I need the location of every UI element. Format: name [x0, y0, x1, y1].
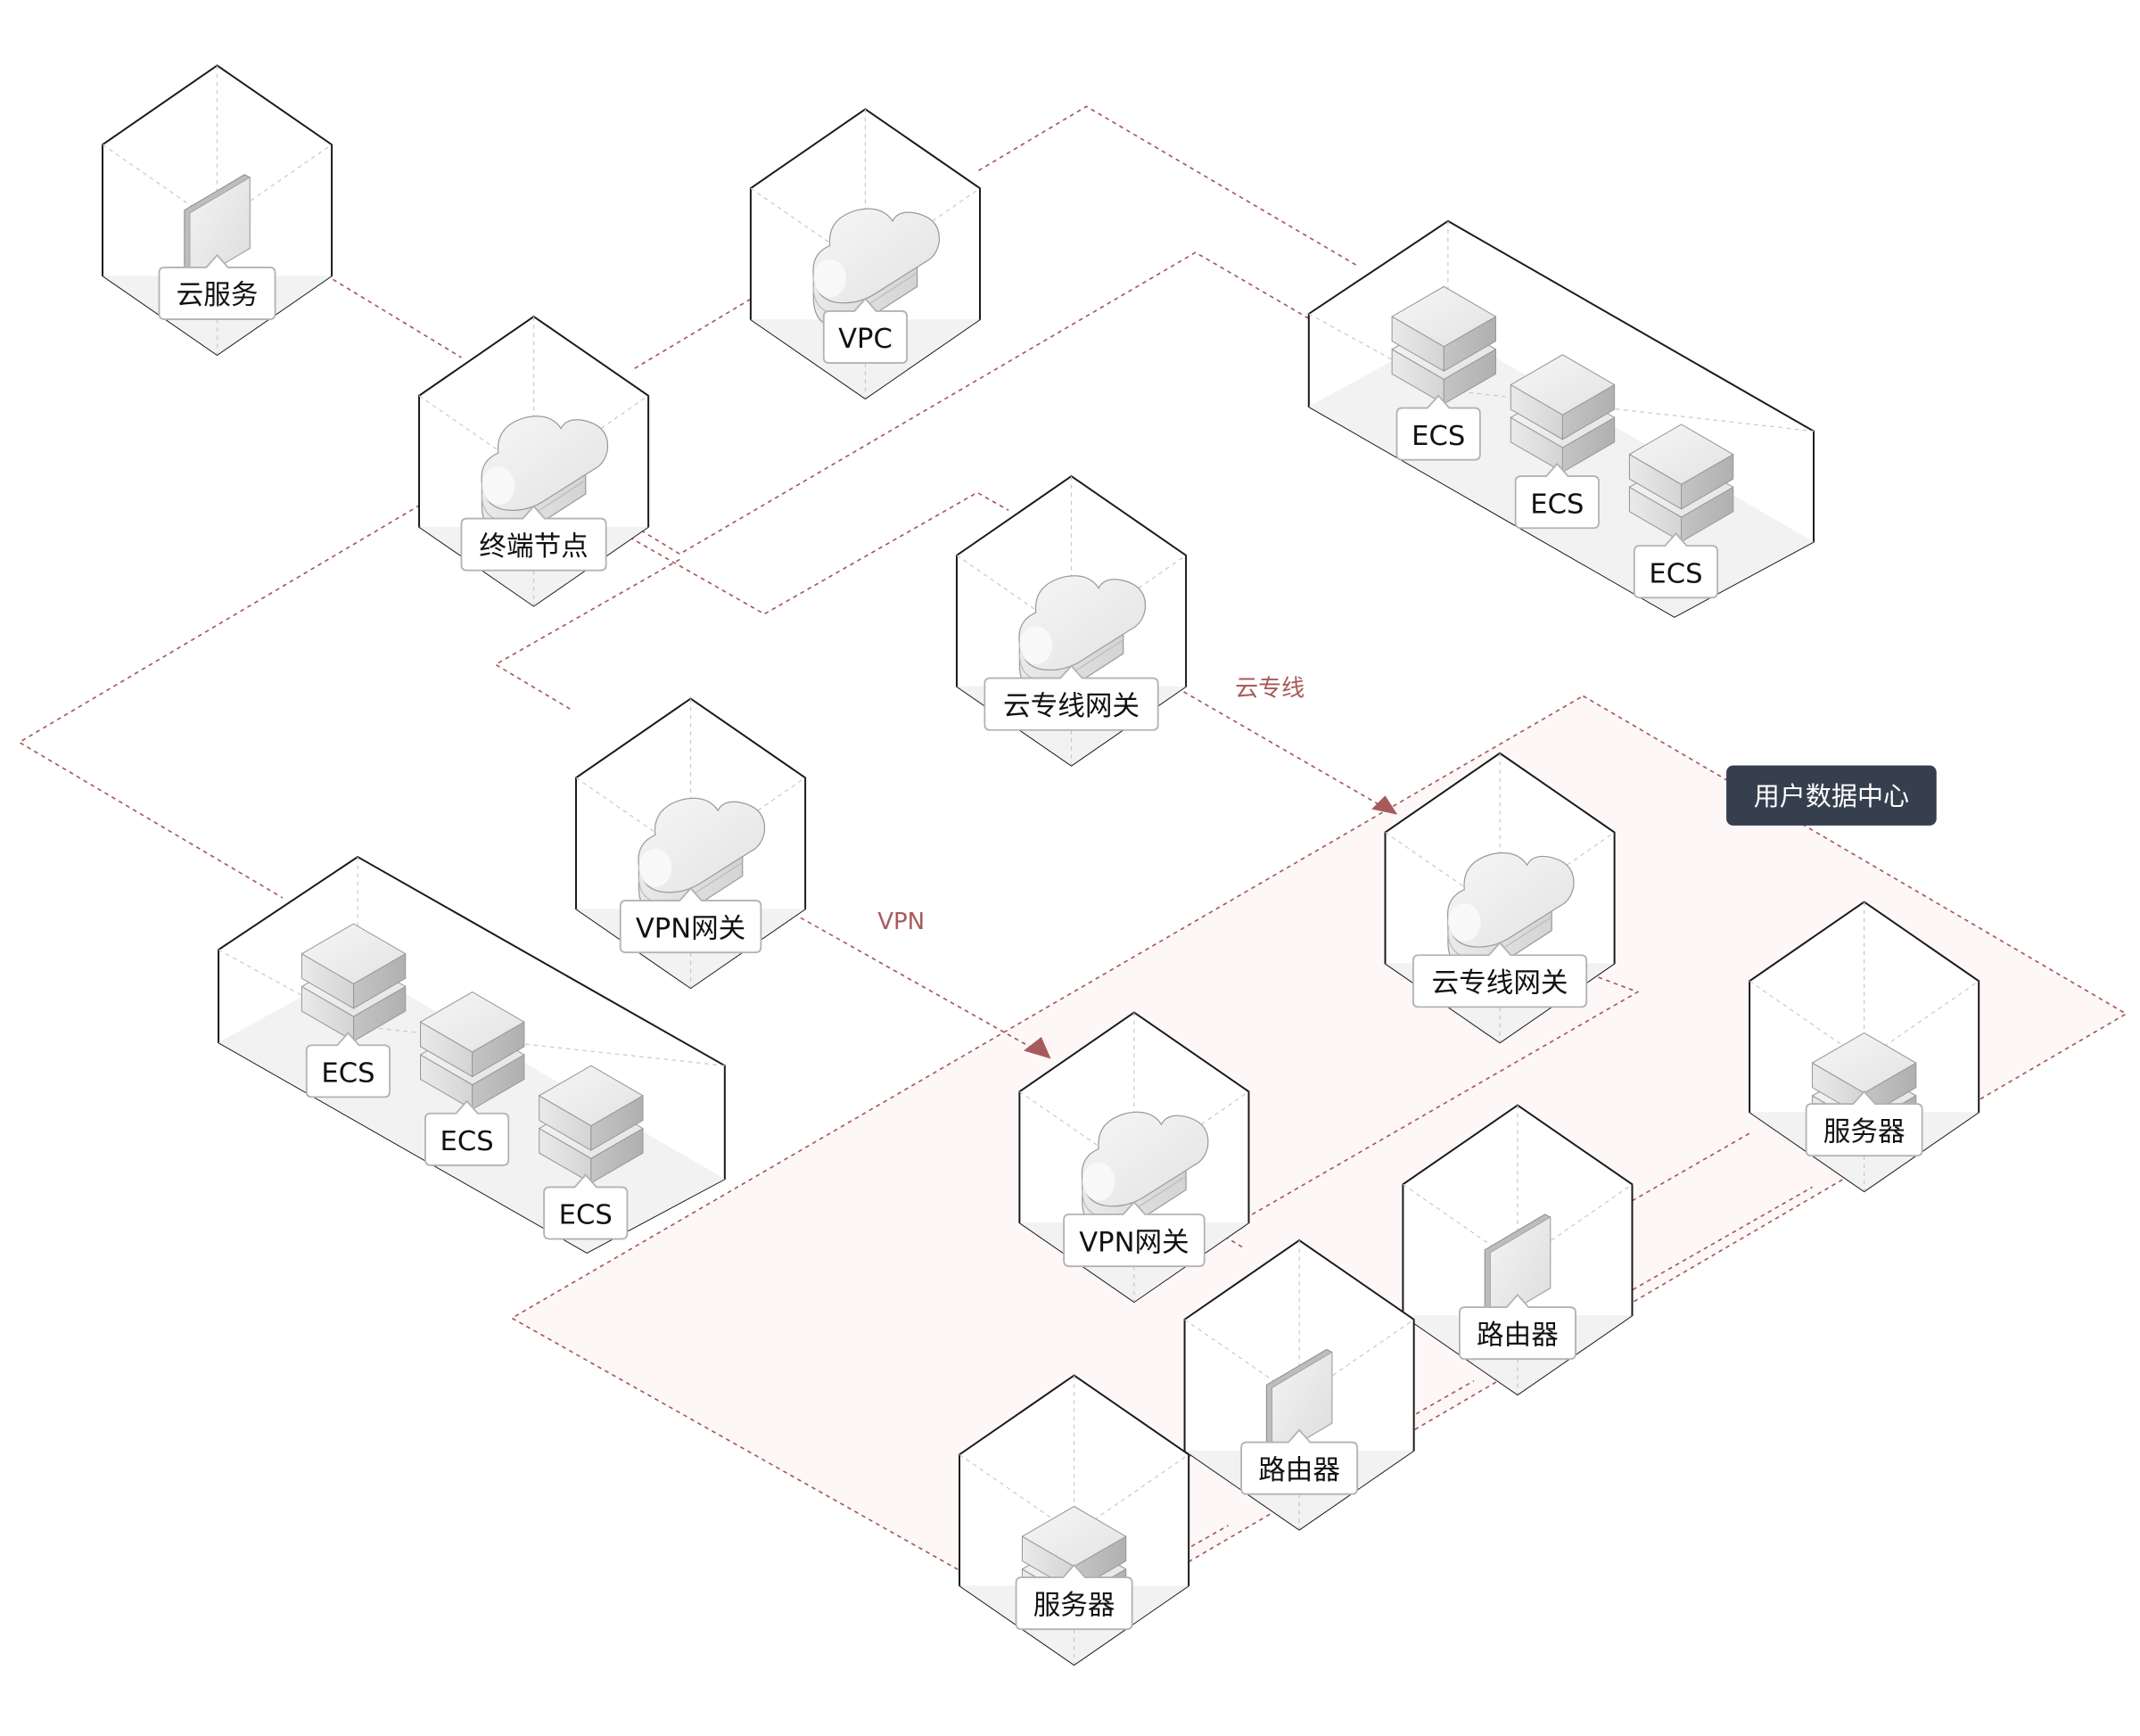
node-label-box — [460, 505, 607, 572]
node-label: 服务器 — [1805, 1090, 1923, 1157]
server-icon — [300, 923, 407, 1042]
ecs-instance[interactable]: ECS — [1510, 354, 1616, 530]
node-label-text: VPC — [838, 324, 893, 355]
server-icon — [420, 991, 525, 1111]
node-label-text: 云服务 — [177, 280, 259, 311]
ecs-label-box — [543, 1173, 629, 1240]
ecs-instance[interactable]: ECS — [1628, 424, 1734, 599]
node-vpn-gateway-user[interactable]: VPN网关 — [1018, 1011, 1250, 1304]
node-router-right[interactable]: 路由器 — [1402, 1104, 1634, 1396]
ecs-label-text: ECS — [559, 1200, 613, 1231]
node-endpoint-node[interactable]: 终端节点 — [418, 315, 650, 607]
vpn-arrowhead — [1023, 1037, 1051, 1059]
ecs-label: ECS — [1395, 394, 1481, 461]
server-icon — [539, 1065, 644, 1184]
cloud-icon — [812, 208, 940, 328]
ecs-label: ECS — [543, 1173, 629, 1240]
server-icon — [1510, 354, 1616, 473]
node-label-text: 路由器 — [1477, 1320, 1559, 1351]
ecs-instance[interactable]: ECS — [300, 923, 407, 1098]
node-label-box — [158, 253, 276, 321]
vpn-connection-label: VPN — [877, 909, 925, 935]
node-vpc[interactable]: VPC — [749, 108, 981, 400]
ecs-instance[interactable]: ECS — [420, 991, 525, 1166]
node-label-text: 终端节点 — [479, 531, 588, 563]
ecs-label: ECS — [1633, 531, 1719, 599]
node-label-box — [1458, 1293, 1576, 1361]
link-vpn — [750, 889, 1045, 1056]
node-label: 路由器 — [1240, 1428, 1359, 1495]
node-label-text: VPN网关 — [636, 913, 745, 944]
link-endpoint-ecs-left-loop — [17, 496, 435, 899]
node-label: 云专线网关 — [984, 664, 1159, 731]
node-label-box — [1805, 1090, 1923, 1157]
node-label: 终端节点 — [460, 505, 607, 572]
link-router-server-right — [1632, 1131, 1752, 1202]
nodes: 云服务终端节点VPC云专线网关VPN网关云专线网关VPN网关服务器路由器路由器服… — [101, 64, 1980, 1666]
link-endpoint-vpngateway — [494, 558, 680, 712]
server-icon — [1628, 424, 1734, 543]
ecs-label: ECS — [305, 1032, 391, 1098]
node-label-box — [822, 297, 909, 364]
link-router-right-lower — [1359, 1379, 1475, 1447]
node-label-box — [1412, 942, 1588, 1008]
direct-connect-label: 云专线 — [1235, 675, 1305, 702]
ecs-groups: ECS ECS ECS ECS ECS ECS — [218, 219, 1815, 1254]
ecs-group-top: ECS ECS ECS — [1307, 219, 1815, 618]
node-label-box — [619, 886, 762, 954]
node-label: 云服务 — [158, 253, 276, 321]
node-cloud-service[interactable]: 云服务 — [101, 64, 333, 357]
ecs-label-box — [1395, 394, 1481, 461]
ecs-label-text: ECS — [1412, 421, 1465, 452]
ecs-label-text: ECS — [440, 1126, 494, 1157]
node-label-text: VPN网关 — [1079, 1227, 1189, 1258]
node-server-bottom[interactable]: 服务器 — [959, 1374, 1190, 1666]
node-label-box — [984, 664, 1159, 731]
ecs-label-text: ECS — [321, 1058, 374, 1090]
node-label: 云专线网关 — [1412, 942, 1588, 1008]
node-label: 路由器 — [1458, 1293, 1576, 1361]
datacenter-badge-background — [1726, 765, 1937, 826]
node-label-text: 服务器 — [1823, 1116, 1905, 1148]
ecs-label-box — [305, 1032, 391, 1098]
node-label-text: 路由器 — [1258, 1455, 1340, 1486]
node-label-text: 云专线网关 — [1432, 968, 1568, 1000]
link-vpc-ecs — [978, 105, 1359, 267]
node-label-text: 云专线网关 — [1003, 691, 1140, 722]
node-label: VPN网关 — [619, 886, 762, 954]
link-vpngw-router — [1210, 1227, 1246, 1249]
datacenter-badge-label: 用户数据中心 — [1754, 781, 1909, 811]
ecs-label: ECS — [424, 1099, 510, 1166]
link-endpoint-dcgateway — [586, 491, 1009, 615]
node-label: 服务器 — [1015, 1563, 1133, 1631]
ecs-label-box — [1633, 531, 1719, 599]
ecs-label-box — [424, 1099, 510, 1166]
ecs-group-left: ECS ECS ECS — [218, 855, 726, 1254]
node-label-box — [1240, 1428, 1359, 1495]
node-label-box — [1015, 1563, 1133, 1631]
link-endpoint-ecs-top — [598, 251, 1360, 555]
ecs-instance[interactable]: ECS — [1391, 285, 1497, 461]
ecs-label-text: ECS — [1530, 489, 1584, 520]
ecs-label-box — [1514, 462, 1600, 530]
node-label-text: 服务器 — [1033, 1590, 1115, 1621]
link-dcgw-vpngw-user — [1211, 970, 1640, 1238]
datacenter-badge: 用户数据中心 — [1726, 765, 1937, 826]
node-server-right[interactable]: 服务器 — [1749, 901, 1980, 1193]
ecs-instance[interactable]: ECS — [539, 1065, 644, 1240]
node-label: VPC — [822, 297, 909, 364]
direct-connect-arrowhead — [1371, 795, 1398, 815]
node-dc-gateway-user[interactable]: 云专线网关 — [1384, 752, 1616, 1044]
node-label-box — [1063, 1200, 1206, 1268]
node-vpn-gateway-cloud[interactable]: VPN网关 — [575, 697, 807, 990]
ecs-label: ECS — [1514, 462, 1600, 530]
node-label: VPN网关 — [1063, 1200, 1206, 1268]
node-dc-gateway-cloud[interactable]: 云专线网关 — [955, 474, 1188, 767]
ecs-label-text: ECS — [1649, 558, 1702, 589]
server-icon — [1391, 285, 1497, 405]
node-router-left[interactable]: 路由器 — [1183, 1238, 1415, 1531]
